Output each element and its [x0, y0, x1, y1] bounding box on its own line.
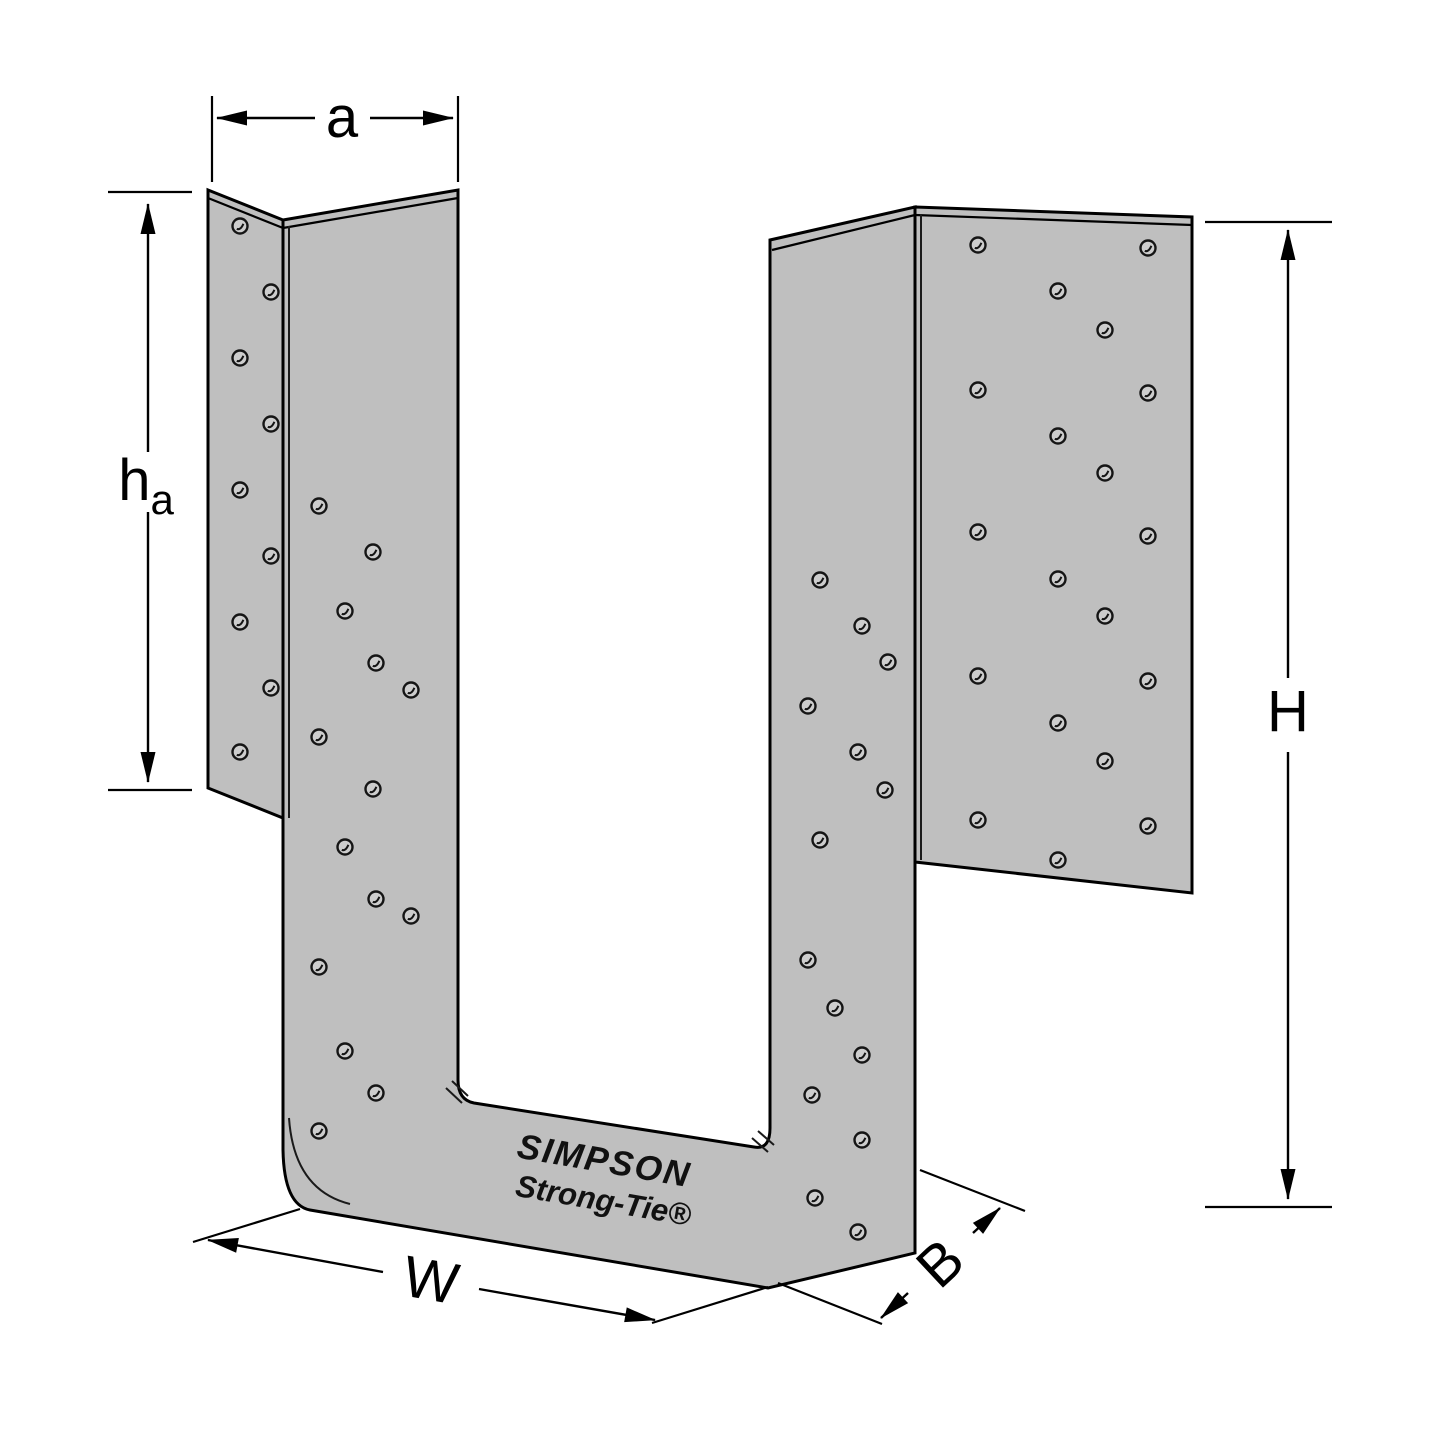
dimension-H: H: [1205, 220, 1332, 1209]
stirrup-front-face: [281, 188, 917, 1290]
dimension-ha: ha: [108, 190, 192, 792]
dimension-label-ha: ha: [118, 448, 174, 523]
dimension-label-W: W: [398, 1244, 464, 1318]
right-flange-face: [913, 205, 1194, 895]
dimension-label-a: a: [326, 85, 359, 150]
dimension-W: W: [192, 1207, 769, 1325]
dimension-label-H: H: [1267, 679, 1309, 744]
dimension-a: a: [210, 85, 460, 182]
plate-thickness-edges: [207, 196, 1193, 252]
fold-lines: [288, 214, 922, 1205]
hanger-body: SIMPSON Strong-Tie®: [206, 187, 1194, 1290]
